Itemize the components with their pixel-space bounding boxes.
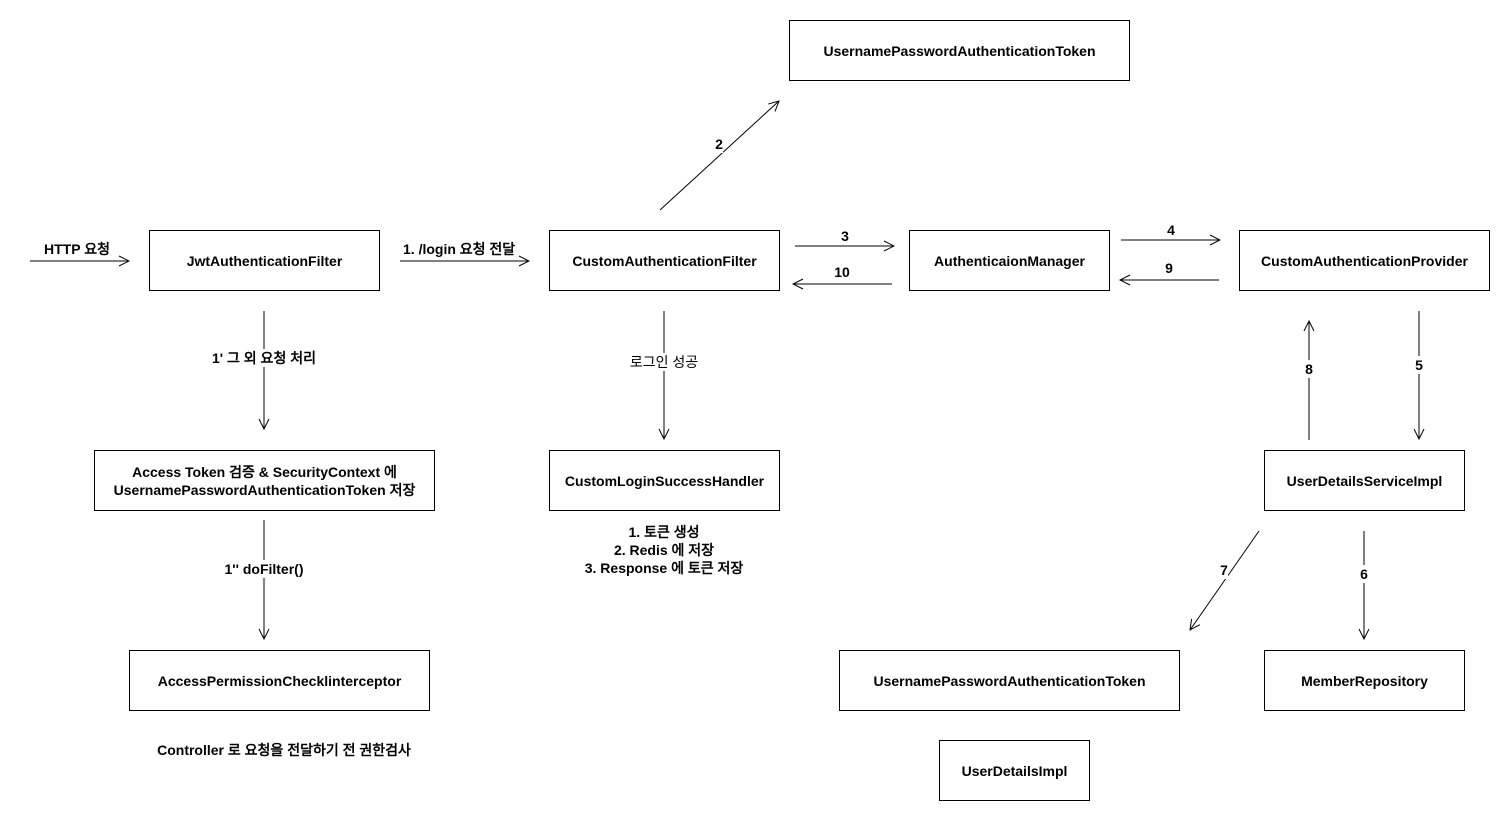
custom-filter-box: CustomAuthenticationFilter [549, 230, 780, 291]
jwt-filter-label: JwtAuthenticationFilter [186, 252, 343, 269]
member-repo-box: MemberRepository [1264, 650, 1465, 711]
handler-step-1: 1. 토큰 생성 [628, 524, 700, 540]
jwt-filter-box: JwtAuthenticationFilter [149, 230, 380, 291]
token-bottom-label: UsernamePasswordAuthenticationToken [873, 672, 1146, 689]
access-token-label-line1: Access Token 검증 & SecurityContext 에 [132, 463, 397, 480]
login-forward-label: 1. /login 요청 전달 [403, 241, 516, 257]
auth-manager-box: AuthenticaionManager [909, 230, 1110, 291]
step-2-label: 2 [715, 135, 723, 153]
access-token-label-line2: UsernamePasswordAuthenticationToken 저장 [113, 481, 416, 498]
token-top-box: UsernamePasswordAuthenticationToken [789, 20, 1130, 81]
access-token-box: Access Token 검증 & SecurityContext 에 User… [94, 450, 435, 511]
success-handler-label: CustomLoginSuccessHandler [564, 472, 765, 489]
step-9-label: 9 [1165, 260, 1173, 276]
permission-interceptor-label: AccessPermissionChecklinterceptor [157, 672, 402, 689]
auth-manager-label: AuthenticaionManager [934, 252, 1085, 269]
user-details-impl-label: UserDetailsImpl [961, 762, 1068, 779]
handler-step-3: 3. Response 에 토큰 저장 [584, 560, 744, 576]
custom-filter-label: CustomAuthenticationFilter [572, 252, 757, 269]
other-requests-label: 1' 그 외 요청 처리 [212, 349, 316, 367]
token-bottom-box: UsernamePasswordAuthenticationToken [839, 650, 1180, 711]
member-repo-label: MemberRepository [1301, 672, 1428, 689]
step-3-label: 3 [841, 228, 849, 244]
login-success-label: 로그인 성공 [629, 353, 699, 371]
step-6-label: 6 [1360, 565, 1368, 583]
user-details-impl-box: UserDetailsImpl [939, 740, 1090, 801]
step-5-label: 5 [1415, 356, 1423, 374]
do-filter-label: 1'' doFilter() [224, 560, 304, 578]
controller-note: Controller 로 요청을 전달하기 전 권한검사 [157, 741, 411, 759]
arrow-step-7 [1190, 530, 1260, 630]
user-details-service-label: UserDetailsServiceImpl [1286, 472, 1443, 489]
handler-steps: 1. 토큰 생성 2. Redis 에 저장 3. Response 에 토큰 … [585, 523, 744, 577]
user-details-service-box: UserDetailsServiceImpl [1264, 450, 1465, 511]
success-handler-box: CustomLoginSuccessHandler [549, 450, 780, 511]
http-request-label: HTTP 요청 [44, 241, 110, 257]
permission-interceptor-box: AccessPermissionChecklinterceptor [129, 650, 430, 711]
handler-step-2: 2. Redis 에 저장 [613, 542, 715, 558]
step-4-label: 4 [1167, 222, 1175, 238]
auth-provider-box: CustomAuthenticationProvider [1239, 230, 1490, 291]
step-8-label: 8 [1305, 360, 1313, 378]
token-top-label: UsernamePasswordAuthenticationToken [823, 42, 1096, 59]
arrow-step-2 [659, 101, 779, 211]
step-7-label: 7 [1220, 561, 1228, 579]
step-10-label: 10 [834, 264, 850, 280]
auth-provider-label: CustomAuthenticationProvider [1261, 252, 1468, 269]
